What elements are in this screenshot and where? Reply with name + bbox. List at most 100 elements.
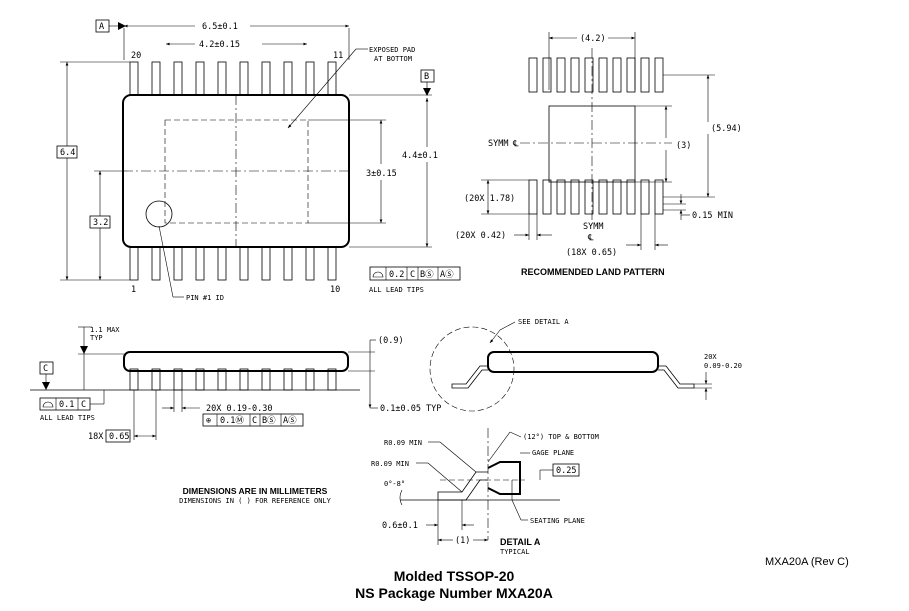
centerline-symbol-1: ℄: [512, 139, 519, 149]
flatness-tolerance: 0.1: [59, 400, 74, 410]
dim-length-ref: (5.94): [711, 124, 742, 134]
side-leads: [129, 368, 337, 391]
datum-a-label: A: [99, 22, 104, 32]
lead-thickness: 0.09-0.20: [704, 362, 742, 370]
dims-note: DIMENSIONS ARE IN MILLIMETERS: [183, 486, 328, 496]
profile-tolerance-frame: 0.2 C BⓈ AⓈ: [369, 266, 461, 281]
datum-b-box: [420, 69, 435, 83]
end-body: [487, 351, 659, 373]
max-height-typ: TYP: [90, 334, 103, 342]
land-pattern-title: RECOMMENDED LAND PATTERN: [521, 267, 665, 277]
bottom-leads: [129, 246, 337, 281]
revision-label: MXA20A (Rev C): [765, 556, 849, 568]
gage-plane-label: GAGE PLANE: [532, 449, 574, 457]
land-pattern: (4.2) SYMM ℄ (5.94) (3): [455, 32, 742, 277]
profile-surface-icon: [42, 401, 54, 408]
dims-ref-note: DIMENSIONS IN ( ) FOR REFERENCE ONLY: [179, 497, 332, 505]
flatness-datum: C: [81, 400, 86, 410]
pitch-prefix: 18X: [88, 432, 104, 442]
datum-c-arrow: [42, 382, 50, 390]
seating-plane-label: SEATING PLANE: [530, 517, 585, 525]
arrow: [80, 346, 88, 354]
detail-lead: [437, 471, 488, 501]
package-number: NS Package Number MXA20A: [355, 585, 553, 601]
r-min-1: R0.09 MIN: [384, 439, 422, 447]
gage-dim: 0.25: [556, 466, 576, 476]
lead-thickness-count: 20X: [704, 353, 717, 361]
dim-overall-width: 6.5±0.1: [202, 22, 238, 32]
r-min-2: R0.09 MIN: [371, 460, 409, 468]
side-view: 1.1 MAX TYP C (0.9) 0.1±0.05 TYP: [30, 326, 441, 443]
dim-pin1-position: 3.2: [93, 218, 108, 228]
dim-standoff: 0.1±0.05 TYP: [380, 404, 441, 414]
angle-ref: (12°) TOP & BOTTOM: [523, 433, 599, 441]
position-datum-b: BⓈ: [262, 416, 276, 426]
dim-pitch: (18X 0.65): [566, 248, 617, 258]
profile-surface-icon: [372, 271, 384, 278]
symm-label-1: SYMM: [488, 139, 508, 149]
detail-body-edge: [487, 461, 521, 495]
dim-lead-pitch: 0.65: [109, 432, 129, 442]
angle-label: 0°-8°: [384, 480, 405, 488]
detail-a-subtitle: TYPICAL: [500, 548, 530, 556]
pin-10-label: 10: [330, 285, 340, 295]
dim-lead-width: 20X 0.19-0.30: [206, 404, 273, 414]
leader: [439, 441, 477, 473]
package-title: Molded TSSOP-20: [394, 568, 515, 584]
land-pads-top: [528, 57, 664, 93]
pin-11-label: 11: [333, 51, 343, 61]
pin1-id-label: PIN #1 ID: [186, 294, 224, 302]
fcf-datum-a: AⓈ: [440, 270, 454, 280]
datum-c-label: C: [43, 364, 48, 374]
position-tolerance: 0.1Ⓜ: [220, 416, 244, 426]
dim-box: [89, 215, 111, 229]
fcf-datum-b: BⓈ: [420, 270, 434, 280]
angle-arc: [399, 489, 403, 506]
dim-box: [56, 145, 78, 159]
dim-pad-ref: (3): [676, 141, 691, 151]
datum-b-label: B: [424, 72, 429, 82]
dim-width-ref: (4.2): [580, 34, 606, 44]
leader: [427, 462, 463, 493]
fcf-datum-c: C: [410, 270, 415, 280]
fcf-tolerance: 0.2: [389, 270, 404, 280]
dim-thickness-ref: (0.9): [378, 336, 404, 346]
all-lead-tips-label: ALL LEAD TIPS: [369, 286, 424, 294]
datum-b-arrow: [423, 88, 431, 96]
detail-a-title: DETAIL A: [500, 537, 541, 547]
leader: [489, 329, 501, 344]
position-icon: ⊕: [206, 416, 211, 426]
datum-a-arrow: [118, 22, 126, 30]
exposed-pad-label: EXPOSED PAD: [369, 46, 415, 54]
see-detail-a: SEE DETAIL A: [518, 318, 569, 326]
land-pads-bottom: [528, 179, 664, 215]
end-lead-left: [451, 365, 488, 389]
top-view: A 6.5±0.1 4.2±0.15 20 11: [56, 19, 461, 302]
position-datum-a: AⓈ: [283, 416, 297, 426]
end-lead-right: [658, 365, 695, 389]
pin-20-label: 20: [131, 51, 141, 61]
dim-pad-width: (20X 0.42): [455, 231, 506, 241]
exposed-pad-label-2: AT BOTTOM: [374, 55, 412, 63]
pin1-id-circle: [145, 200, 173, 228]
leader: [158, 225, 174, 298]
pin-1-label: 1: [131, 285, 136, 295]
dim-body-height: 4.4±0.1: [402, 151, 438, 161]
position-frame: ⊕ 0.1Ⓜ C BⓈ AⓈ: [202, 413, 304, 427]
leader: [287, 48, 357, 129]
detail-a: (12°) TOP & BOTTOM R0.09 MIN R0.09 MIN G…: [371, 428, 599, 556]
end-view: SEE DETAIL A 20X 0.09-0.20: [429, 318, 742, 412]
side-all-lead-tips: ALL LEAD TIPS: [40, 414, 95, 422]
dim-min-space: 0.15 MIN: [692, 211, 733, 221]
datum-c-box: [39, 361, 54, 375]
centerline-symbol-2: ℄: [587, 233, 594, 243]
foot-length: 0.6±0.1: [382, 521, 418, 531]
dim-pad-height: 3±0.15: [366, 169, 397, 179]
dim-box: [105, 429, 131, 443]
exposed-pad-outline: [164, 119, 309, 224]
symm-label-2: SYMM: [583, 222, 603, 232]
side-body: [123, 351, 349, 372]
detail-a-callout-circle: [429, 326, 515, 412]
leader: [509, 431, 522, 438]
leader: [499, 321, 516, 331]
